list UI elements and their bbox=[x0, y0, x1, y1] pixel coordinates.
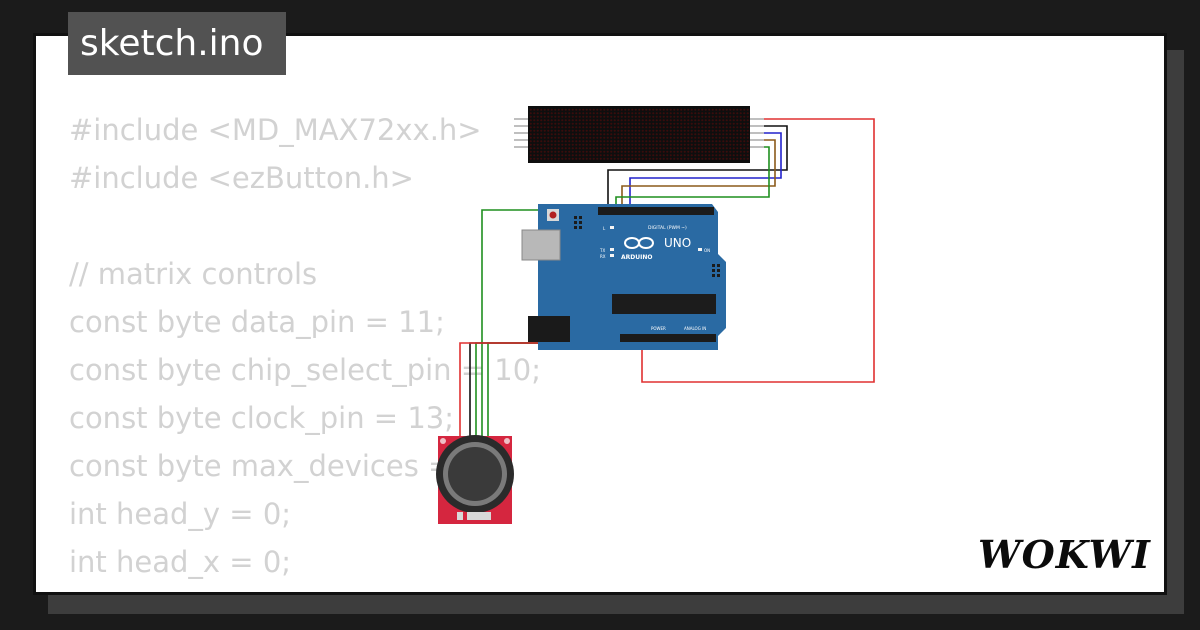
wire-green-joystick-sw bbox=[481, 209, 538, 512]
code-line: const byte chip_select_pin = 10; bbox=[69, 353, 541, 387]
joystick-knob[interactable] bbox=[448, 447, 502, 501]
led-matrix-grid bbox=[529, 108, 749, 161]
mounting-hole bbox=[440, 438, 446, 444]
arduino-uno-board[interactable]: UNO ARDUINO DIGITAL (PWM ~) POWER ANALOG… bbox=[521, 204, 726, 350]
code-line: int head_x = 0; bbox=[69, 545, 292, 579]
usb-port bbox=[521, 229, 561, 261]
digital-pins-label: DIGITAL (PWM ~) bbox=[648, 225, 687, 231]
wire-blue-din bbox=[629, 132, 782, 210]
code-preview: #include <MD_MAX72xx.h> #include <ezButto… bbox=[69, 106, 697, 592]
analog-pins-label: ANALOG IN bbox=[684, 326, 706, 331]
code-line: #include <MD_MAX72xx.h> bbox=[69, 113, 482, 147]
code-line: // matrix controls bbox=[69, 257, 318, 291]
code-line: const byte clock_pin = 13; bbox=[69, 401, 455, 435]
atmega-chip bbox=[612, 294, 716, 314]
icsp-header bbox=[574, 216, 720, 277]
power-pins-label: POWER bbox=[651, 326, 666, 331]
wire-black-gnd bbox=[607, 125, 788, 210]
board-maker-label: ARDUINO bbox=[621, 254, 652, 261]
power-jack bbox=[528, 316, 570, 342]
power-analog-header bbox=[620, 334, 716, 342]
code-line: #include <ezButton.h> bbox=[69, 161, 414, 195]
on-led-label: ON bbox=[704, 248, 710, 253]
wire-brown-cs bbox=[621, 139, 776, 210]
filename-tab: sketch.ino bbox=[68, 12, 286, 75]
wokwi-logo: WOKWI bbox=[978, 532, 1151, 577]
wire-red-vcc bbox=[641, 118, 875, 383]
rx-led-label: RX bbox=[600, 254, 606, 259]
led-matrix-pins-left bbox=[514, 118, 528, 148]
wire-green-joystick-x bbox=[487, 342, 686, 512]
code-line: const byte data_pin = 11; bbox=[69, 305, 445, 339]
joystick-pins bbox=[457, 512, 491, 520]
l-led-label: L bbox=[603, 226, 606, 231]
led-matrix-pins-right bbox=[750, 118, 764, 148]
digital-header bbox=[598, 207, 714, 215]
tx-led-label: TX bbox=[599, 248, 605, 253]
reset-button[interactable] bbox=[549, 211, 557, 219]
status-leds bbox=[610, 226, 702, 257]
led-matrix[interactable] bbox=[514, 106, 764, 163]
arduino-logo-icon bbox=[624, 237, 654, 249]
wire-green-clk bbox=[615, 146, 770, 210]
code-line: int head_y = 0; bbox=[69, 497, 292, 531]
board-model-label: UNO bbox=[664, 236, 691, 250]
analog-joystick[interactable] bbox=[436, 435, 514, 524]
mounting-hole bbox=[504, 438, 510, 444]
